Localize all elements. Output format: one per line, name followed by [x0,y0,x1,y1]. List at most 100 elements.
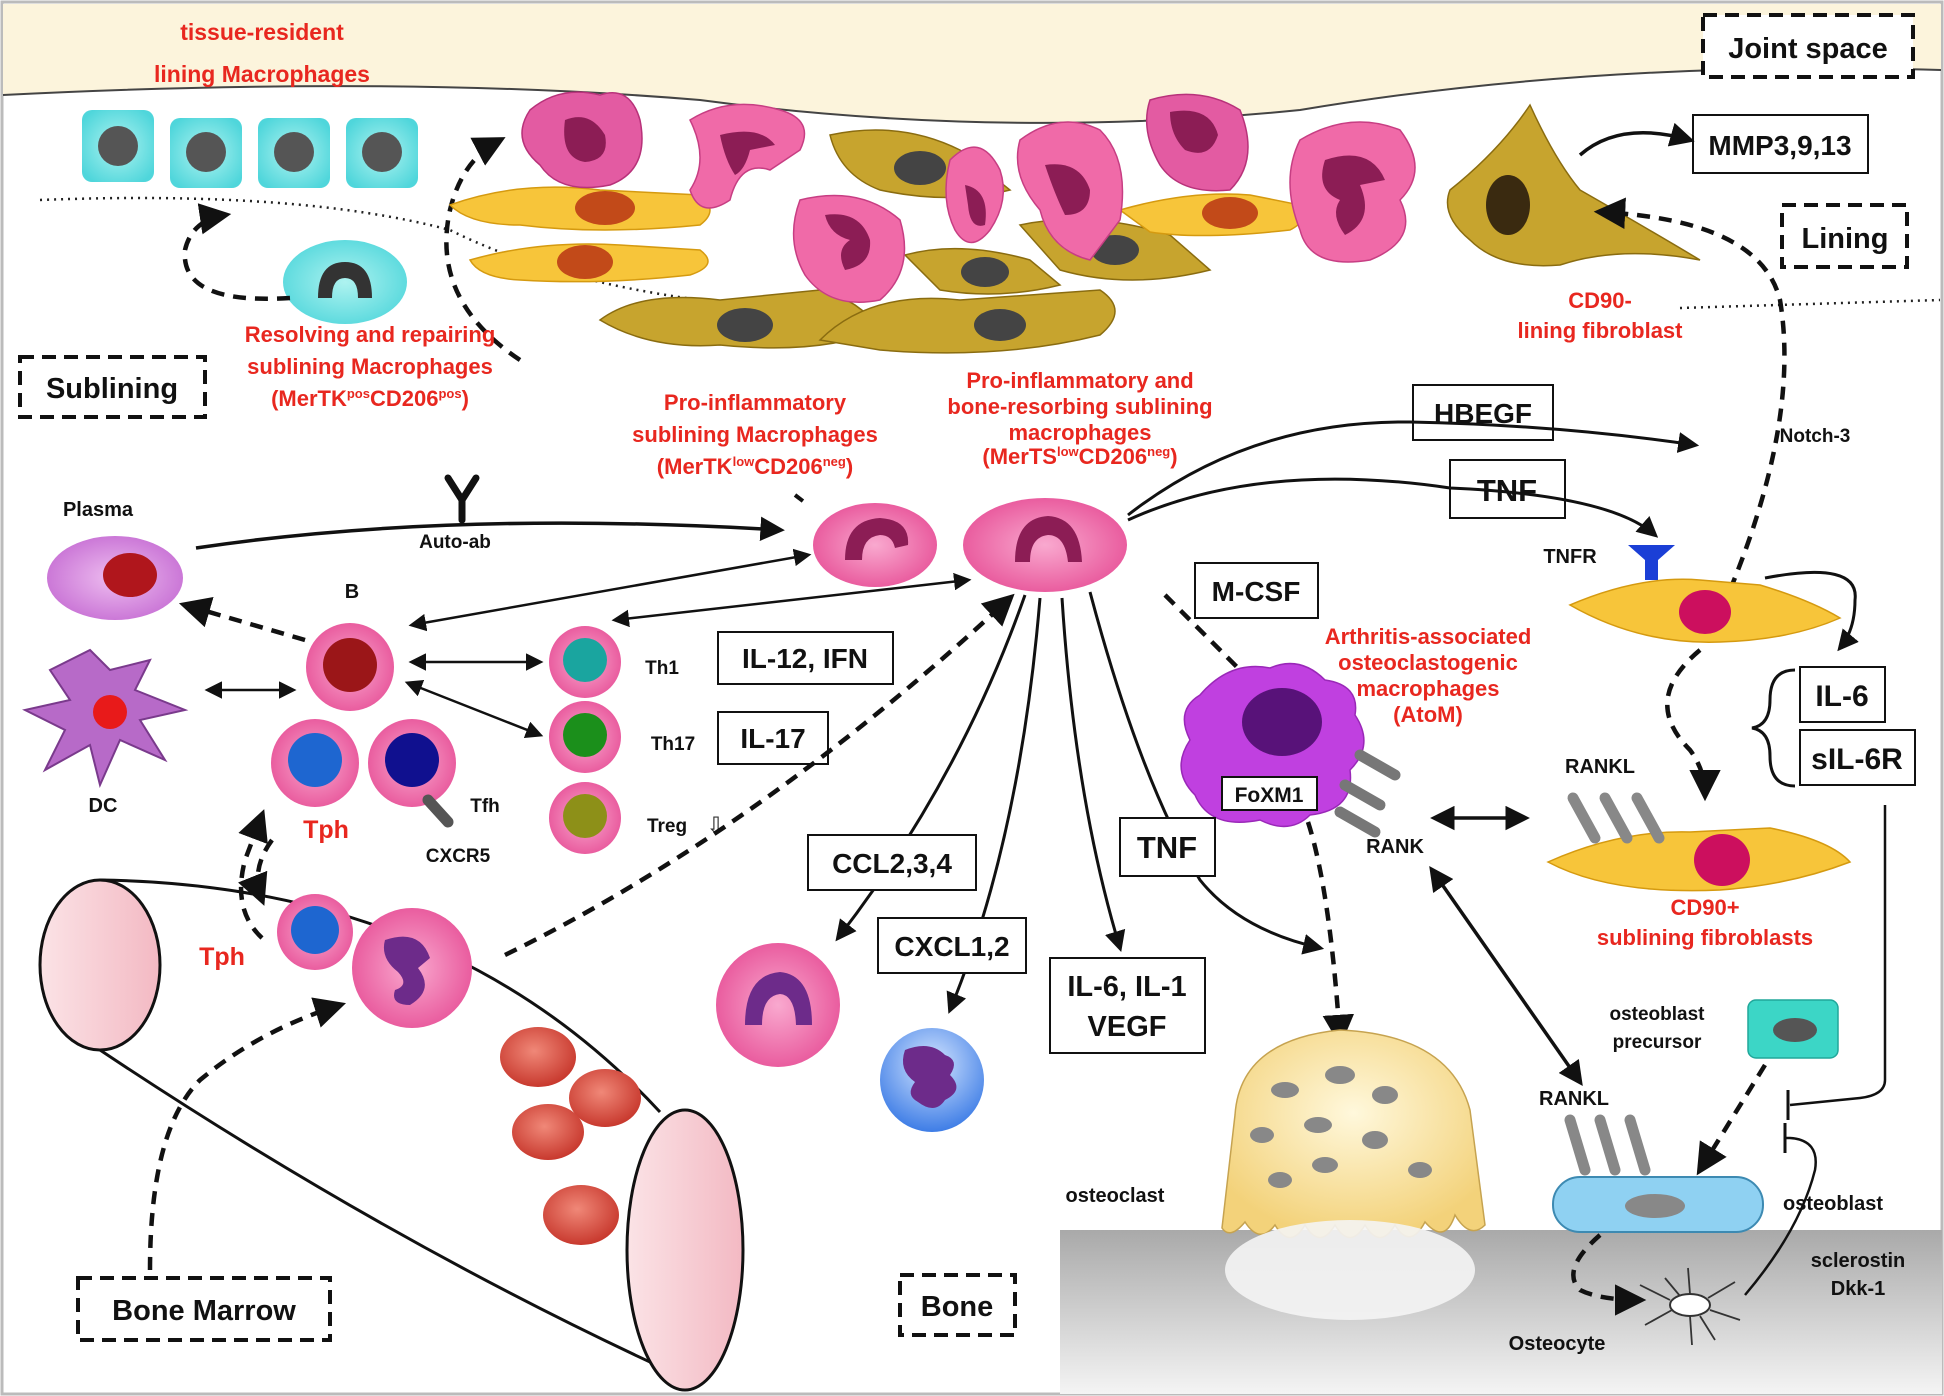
tnfr-receptor-icon [1628,545,1675,580]
il6-inhibit-line [1789,805,1887,1107]
osteocyte-label: Osteocyte [1509,1333,1606,1355]
fibroblast-lower [1546,827,1852,892]
b-th17-arrow [404,679,544,739]
proinf-label-3: (MerTKlowCD206neg) [657,454,853,479]
il6-il1-label-1: IL-6, IL-1 [1067,971,1186,1003]
bone-marrow-box: Bone Marrow [76,1276,332,1342]
rankl-bottom-icon [1564,1114,1651,1176]
proinf-label-2: sublining Macrophages [632,422,878,447]
cd90neg-label-1: CD90- [1568,288,1632,313]
foxm1-box: FoXM1 [1221,776,1318,811]
lining-boundary-right [1679,298,1941,310]
mcsf-dash [1163,593,1242,672]
tph-up-arrow [238,809,268,940]
rank-receptor-icon [1334,749,1401,838]
central-macrophage-left [813,503,937,587]
resolving-label: Resolving and repairing sublining Macrop… [245,322,496,411]
plasma-label: Plasma [63,499,134,521]
osteoclast-label: osteoclast [1066,1185,1165,1207]
vessel-monocyte [352,908,472,1028]
hbegf-arrow [1127,420,1700,517]
joint-space-region [3,4,1941,123]
resolving-label-3: (MerTKposCD206pos) [271,386,469,411]
b-cell [306,623,394,711]
rankl-top-label: RANKL [1565,756,1635,778]
central-macrophage-right [963,498,1127,592]
treg-cell [549,782,621,854]
hbegf-box: HBEGF [1412,384,1554,441]
resolving-macrophage [283,240,407,324]
il6-il1-box: IL-6, IL-1 VEGF [1049,957,1206,1054]
il6-box: IL-6 [1799,666,1886,723]
dc-label: DC [89,795,118,817]
tnf-mid-label: TNF [1137,830,1197,865]
bone-resorb-label-1: Pro-inflammatory and [966,368,1193,393]
tph-label-top: Tph [303,816,349,844]
resolving-label-1: Resolving and repairing [245,322,496,347]
notch3-label: Notch-3 [1780,426,1851,447]
osteoblast [1552,1176,1764,1233]
plasma-cell [47,536,183,620]
joint-space-label: Joint space [1728,33,1888,65]
il6-brace [1751,668,1796,788]
sil6r-box: sIL-6R [1799,729,1916,786]
dkk1-label: Dkk-1 [1831,1278,1885,1300]
atom-to-osteoclast-arrow [1305,821,1355,1047]
neutrophil [880,1028,984,1132]
rank-osteoblast-arrow [1429,865,1583,1087]
th1-label: Th1 [645,658,679,679]
mcsf-box: M-CSF [1194,562,1319,619]
bone-region [1060,1230,1942,1394]
bone-resorb-label-4: (MerTSlowCD206neg) [982,444,1177,469]
tissue-resident-label-1: tissue-resident [180,19,344,45]
ccl-label: CCL2,3,4 [832,848,952,879]
cxcl-label: CXCL1,2 [894,931,1009,962]
cxcl-box: CXCL1,2 [877,917,1027,974]
b-macrophage-arrow [408,548,812,632]
fibroblast-transition-arrow [1665,648,1721,802]
ccl-box: CCL2,3,4 [807,834,977,891]
bone-label: Bone [921,1291,994,1323]
tph-down-arrow [238,838,274,906]
blood-vessel [38,878,745,1392]
sil6r-label: sIL-6R [1811,743,1903,776]
cd90neg-label-2: lining fibroblast [1518,318,1684,343]
cxcr5-receptor-icon [422,794,454,828]
cxcr5-label: CXCR5 [426,846,491,867]
auto-ab-label: Auto-ab [419,532,491,553]
bone-resorb-label-2: bone-resorbing sublining [947,394,1212,419]
osteoblast-precursor-label-2: precursor [1613,1032,1702,1053]
joint-space-box: Joint space [1701,13,1915,79]
tnfr-label: TNFR [1543,546,1597,568]
vessel-to-macrophage-arrow [504,593,1015,958]
rankl-bottom-label: RANKL [1539,1088,1609,1110]
il6-il1-arrow [1060,597,1126,953]
osteocyte [1639,1267,1741,1346]
il12-box: IL-12, IFN [717,631,894,685]
proinf-to-lining-arrow [444,137,522,362]
atom-label-3: macrophages [1356,676,1499,701]
rankl-top-icon [1567,792,1665,844]
lining-box: Lining [1780,203,1909,269]
fibroblast-upper [1568,578,1842,643]
tfh-label: Tfh [470,796,500,817]
mcsf-label: M-CSF [1212,576,1301,607]
cd90pos-label-2: sublining fibroblasts [1597,925,1813,950]
mmp-label: MMP3,9,13 [1708,130,1851,161]
cd90pos-label-1: CD90+ [1670,895,1739,920]
il17-label: IL-17 [740,723,805,754]
osteoclast [1221,1029,1486,1239]
tnf-mid-box: TNF [1119,817,1216,877]
treg-down-arrow-icon: ⇩ [706,812,726,840]
atom-label-2: osteoclastogenic [1338,650,1518,675]
osteoblast-label: osteoblast [1783,1193,1883,1215]
monocyte [716,943,840,1067]
mmp-box: MMP3,9,13 [1692,114,1869,174]
notch3-arrow [1593,197,1787,591]
lining-label: Lining [1802,223,1889,255]
proinf-label-1: Pro-inflammatory [664,390,847,415]
il6-il1-label-2: VEGF [1088,1011,1167,1043]
bone-marrow-arrow [147,997,347,1271]
foxm1-label: FoXM1 [1235,784,1304,807]
fibroblast-to-mmp-arrow [1578,122,1695,157]
